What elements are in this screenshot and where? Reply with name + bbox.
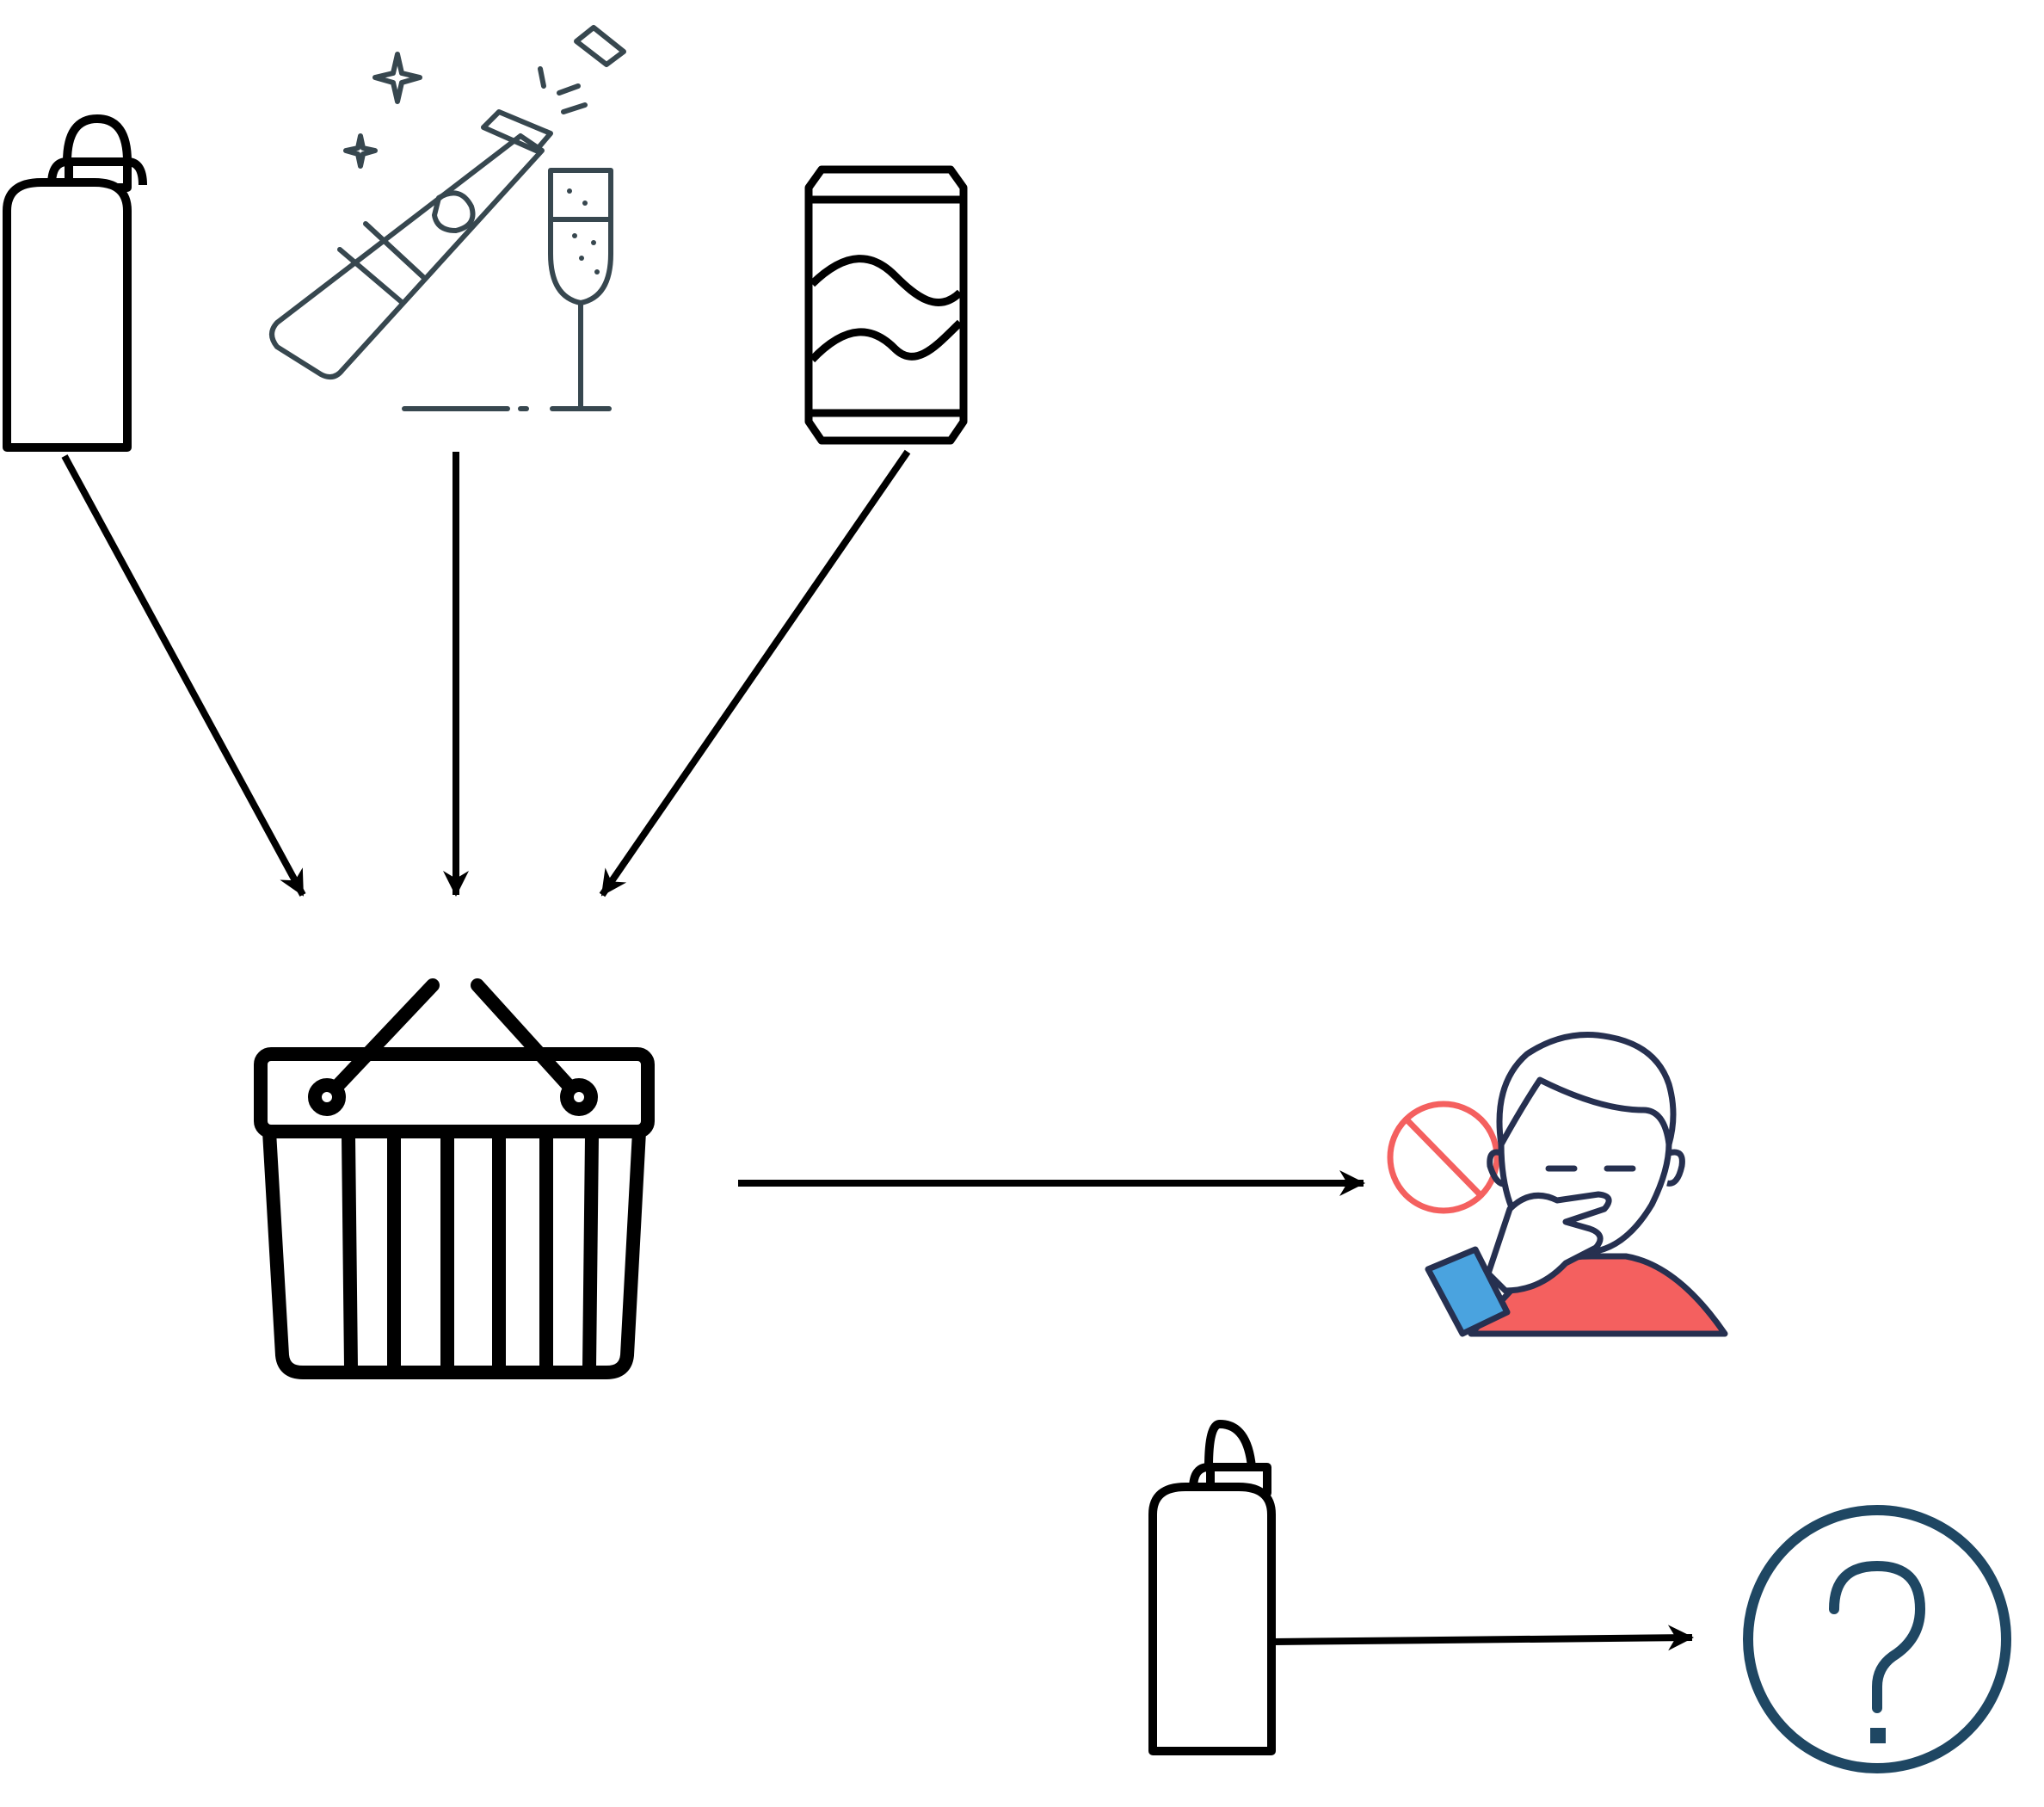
arrow-bottle-to-question: [1272, 1625, 1694, 1651]
gas-bottle-icon: [3, 114, 147, 452]
champagne-bottle-glass-icon: [269, 25, 626, 411]
person-refusing-icon: [1387, 1032, 1728, 1337]
soda-can-icon: [804, 165, 968, 445]
question-mark-circle-icon: [1743, 1505, 2011, 1773]
shopping-basket-icon: [254, 978, 655, 1379]
arrow-can-to-basket: [599, 449, 911, 897]
gas-bottle-icon: [1148, 1420, 1276, 1755]
arrow-bottle-to-basket: [61, 454, 306, 897]
